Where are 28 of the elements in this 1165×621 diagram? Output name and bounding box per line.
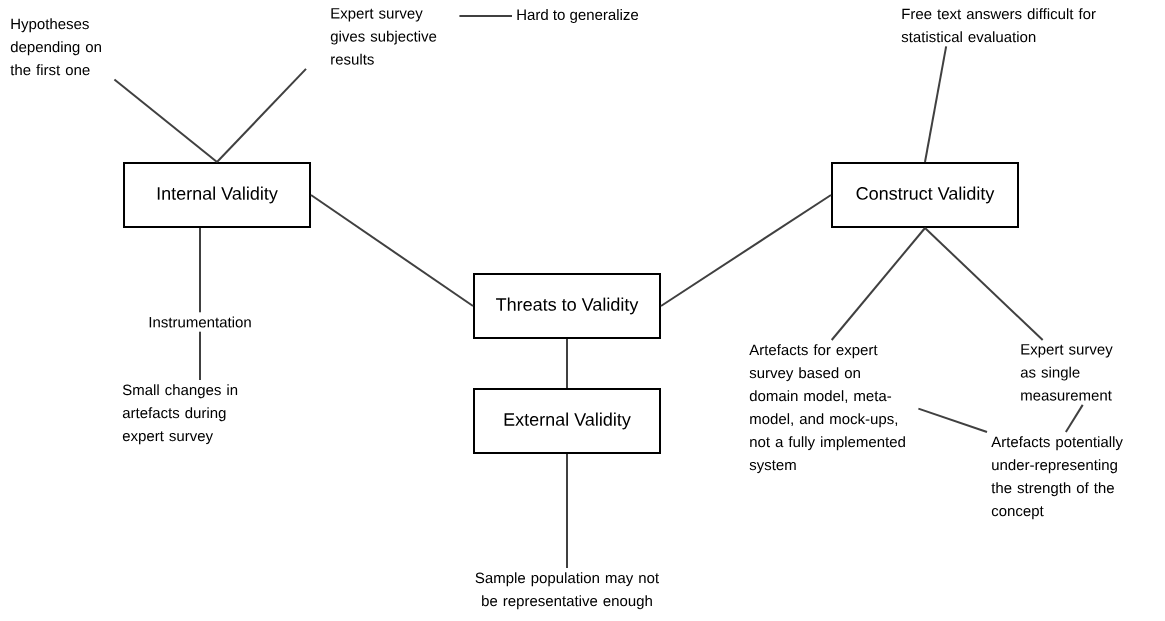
connector-line <box>924 45 948 163</box>
validity-box: Threats to Validity <box>473 273 661 339</box>
connector-line <box>199 330 201 381</box>
connector-line <box>113 78 218 163</box>
validity-box: External Validity <box>473 388 661 454</box>
note-text: Hard to generalize <box>517 9 639 23</box>
validity-box: Construct Validity <box>831 162 1019 228</box>
note-text: Expert survey gives subjective results <box>330 8 437 65</box>
connector-line <box>199 227 201 314</box>
note-text: Artefacts for expert survey based on domain model, meta-model, and mock-ups, not a fully implemented system <box>749 344 905 474</box>
connector-line <box>1064 403 1084 433</box>
connector-line <box>660 194 832 307</box>
validity-box: Internal Validity <box>123 162 311 228</box>
connector-line <box>566 338 568 389</box>
connector-line <box>458 15 513 17</box>
connector-line <box>216 67 307 163</box>
connector-line <box>830 227 926 341</box>
note-text: Artefacts potentially under-representing the strength of the concept <box>991 436 1123 520</box>
note-text: Sample population may not be representative enough <box>475 572 659 610</box>
note-text: Small changes in artefacts during expert survey <box>122 384 238 445</box>
connector-line <box>924 227 1044 341</box>
connector-line <box>566 453 568 569</box>
note-text: Expert survey as single measurement <box>1020 344 1113 401</box>
note-text: Hypotheses depending on the first one <box>10 18 101 76</box>
note-text: Instrumentation <box>149 316 251 328</box>
connector-line <box>917 407 988 433</box>
connector-line <box>310 194 474 307</box>
note-text: Free text answers difficult for statistical evaluation <box>901 8 1096 43</box>
